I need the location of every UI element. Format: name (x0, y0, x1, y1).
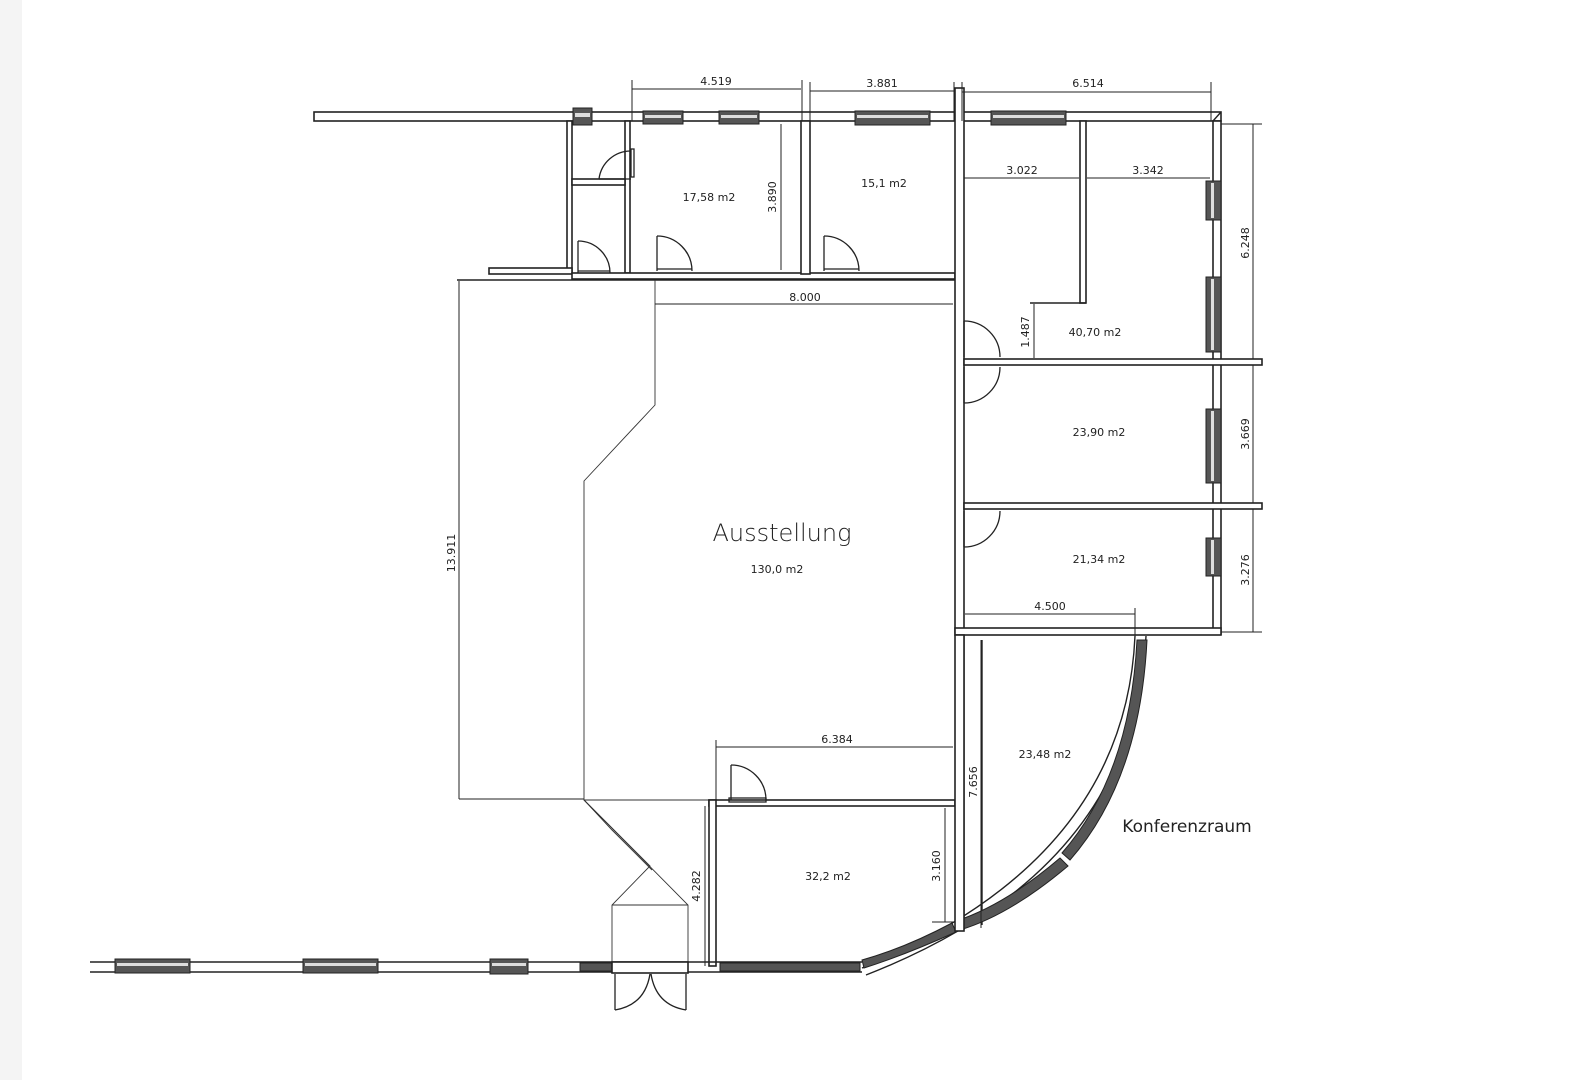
door-wc-1 (598, 148, 635, 180)
door-room-2 (823, 235, 860, 272)
dim-4282: 4.282 (690, 870, 703, 902)
entrance-door (614, 973, 687, 1011)
door-room-5 (963, 510, 1001, 548)
door-room-4 (963, 366, 1001, 404)
dim-inner-1: 3.022 (1006, 164, 1038, 177)
wc-block (457, 120, 956, 281)
dim-top-2: 3.881 (866, 77, 898, 90)
dimension-lines (458, 80, 1262, 966)
top-windows (572, 107, 1067, 126)
dim-right-3: 3.276 (1239, 554, 1252, 586)
dim-inner-2: 3.342 (1132, 164, 1164, 177)
room-5-area: 21,34 m2 (1073, 553, 1126, 566)
conference-label: Konferenzraum (1122, 817, 1251, 837)
exhibition-area: 130,0 m2 (751, 563, 804, 576)
room-7-walls (708, 634, 965, 967)
dim-3160: 3.160 (930, 850, 943, 882)
room-labels: 17,58 m2 15,1 m2 40,70 m2 23,90 m2 21,34… (683, 177, 1252, 883)
door-room-1 (656, 235, 693, 272)
top-wall (313, 111, 1222, 122)
dim-top-1: 4.519 (700, 75, 732, 88)
room-1-area: 17,58 m2 (683, 191, 736, 204)
door-room-7 (728, 764, 767, 803)
room-3-area: 40,70 m2 (1069, 326, 1122, 339)
bottom-wall (90, 958, 862, 975)
dimension-labels: 4.519 3.881 6.514 3.022 3.342 8.000 4.50… (445, 75, 1252, 902)
dim-right-2: 3.669 (1239, 418, 1252, 450)
door-room-3 (963, 320, 1001, 358)
dim-top-3: 6.514 (1072, 77, 1104, 90)
top-rooms-walls (800, 87, 965, 634)
dim-1487: 1.487 (1019, 316, 1032, 348)
door-wc-2 (577, 240, 611, 274)
dim-right-1: 6.248 (1239, 227, 1252, 259)
room-6-area: 23,48 m2 (1019, 748, 1072, 761)
exhibition-name: Ausstellung (713, 519, 852, 547)
dim-7656: 7.656 (967, 766, 980, 798)
right-block-walls (954, 120, 1263, 636)
conference-walls (861, 635, 1148, 976)
page-edge (0, 0, 22, 1080)
room-7-area: 32,2 m2 (805, 870, 851, 883)
dim-6384: 6.384 (821, 733, 853, 746)
dim-13911: 13.911 (445, 534, 458, 573)
room-2-area: 15,1 m2 (861, 177, 907, 190)
dim-3890: 3.890 (766, 181, 779, 213)
dim-4500: 4.500 (1034, 600, 1066, 613)
right-windows (1205, 180, 1222, 577)
exhibition-outline (583, 280, 955, 965)
dim-8000: 8.000 (789, 291, 821, 304)
room-4-area: 23,90 m2 (1073, 426, 1126, 439)
